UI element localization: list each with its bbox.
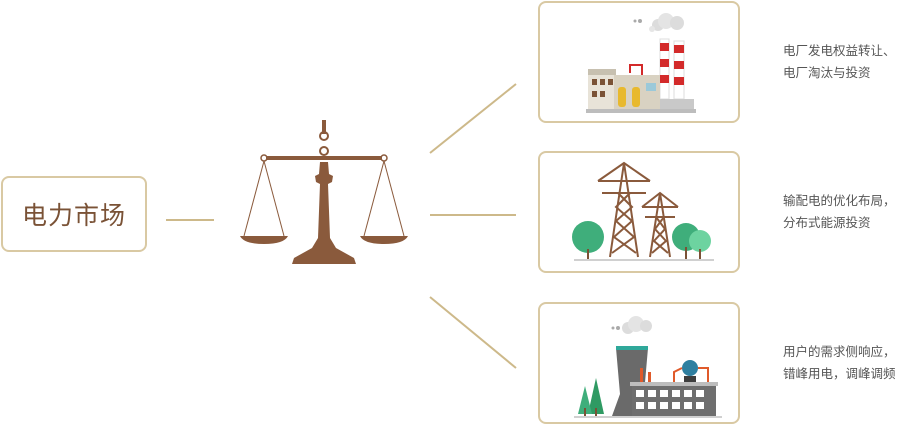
branch-3-line-2: 错峰用电，调峰调频 — [783, 366, 896, 381]
card-factory — [538, 302, 740, 424]
branch-2-line-1: 输配电的优化布局， — [783, 193, 896, 208]
balance-scale-icon — [240, 120, 408, 264]
card-power-plant — [538, 1, 740, 123]
power-plant-icon — [586, 13, 696, 113]
branch-1-line-2: 电厂淘汰与投资 — [783, 65, 871, 80]
branch-description-2: 输配电的优化布局， 分布式能源投资 — [783, 190, 899, 234]
transmission-tower-icon — [572, 161, 714, 261]
branch-3-line-1: 用户的需求侧响应， — [783, 344, 896, 359]
card-transmission — [538, 151, 740, 273]
center-node: 电力市场 — [1, 176, 147, 252]
branch-1-line-1: 电厂发电权益转让、 — [783, 43, 896, 58]
branch-2-line-2: 分布式能源投资 — [783, 215, 871, 230]
factory-icon — [574, 316, 722, 418]
connector-bottom — [429, 296, 517, 369]
center-label: 电力市场 — [21, 201, 126, 230]
branch-description-1: 电厂发电权益转让、 电厂淘汰与投资 — [783, 40, 899, 84]
branch-description-3: 用户的需求侧响应， 错峰用电，调峰调频 — [783, 341, 899, 385]
connector-top — [429, 83, 517, 154]
